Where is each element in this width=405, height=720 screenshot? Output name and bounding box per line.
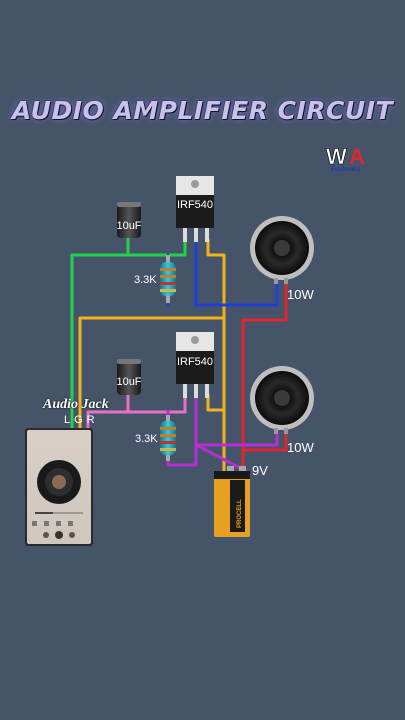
mosfet-1: IRF540 xyxy=(176,176,214,242)
mosfet-1-label: IRF540 xyxy=(177,199,213,211)
resistor-2-label: 3.3K xyxy=(135,433,158,445)
battery-brand: PROCELL xyxy=(237,499,243,528)
audio-jack-pins: LGR xyxy=(64,414,99,426)
mosfet-2: IRF540 xyxy=(176,332,214,398)
speaker-1-label: 10W xyxy=(287,287,314,302)
resistor-2: 3.3K xyxy=(135,415,176,461)
page-title: AUDIO AMPLIFIER CIRCUIT xyxy=(11,96,394,125)
svg-text:A: A xyxy=(349,144,365,169)
battery-label: 9V xyxy=(252,463,268,478)
capacitor-1: 10uF xyxy=(116,202,142,238)
smartphone xyxy=(25,428,93,546)
speaker-1: 10W xyxy=(250,216,314,302)
speaker-2: 10W xyxy=(250,366,314,455)
capacitor-1-label: 10uF xyxy=(116,220,141,232)
battery-9v: PROCELL 9V xyxy=(214,463,268,537)
capacitor-2-label: 10uF xyxy=(116,376,141,388)
audio-jack-label: Audio Jack xyxy=(43,397,109,412)
capacitor-2: 10uF xyxy=(116,359,142,395)
brand-logo: W A Electronics xyxy=(326,144,365,173)
svg-text:W: W xyxy=(326,144,347,169)
resistor-1-label: 3.3K xyxy=(134,274,157,286)
mosfet-2-label: IRF540 xyxy=(177,356,213,368)
speaker-2-label: 10W xyxy=(287,440,314,455)
resistor-1: 3.3K xyxy=(134,255,176,303)
logo-subtext: Electronics xyxy=(331,167,360,173)
